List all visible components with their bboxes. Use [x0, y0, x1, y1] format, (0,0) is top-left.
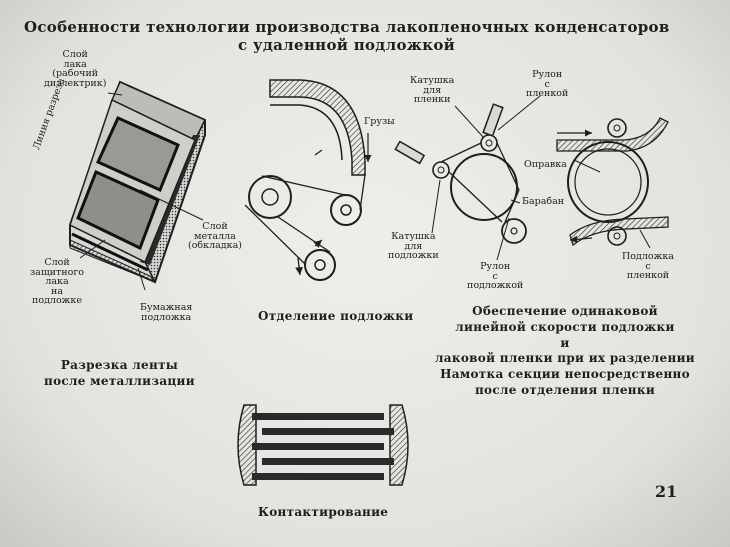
label-protective-layer: Слой защитного лака на подложке	[30, 258, 84, 306]
label-roll-with-film: Рулон с пленкой	[526, 70, 568, 99]
tape-cross-section	[70, 82, 205, 290]
label-drum: Барабан	[522, 197, 564, 207]
caption-equal-speed: Обеспечение одинаковой линейной скорости…	[420, 304, 710, 399]
mandrel-drawing	[557, 118, 668, 248]
contacting-drawing	[238, 405, 408, 485]
caption-contacting: Контактирование	[258, 506, 388, 518]
slide-title-line2: с удаленной подложкой	[238, 38, 455, 53]
label-lacquer-layer: Слой лака (рабочий диэлектрик)	[44, 50, 106, 88]
label-metal-layer: Слой металла (обкладка)	[188, 222, 242, 251]
label-film-coil: Катушка для пленки	[410, 76, 454, 105]
label-weights: Грузы	[364, 117, 395, 127]
slide-title-line1: Особенности технологии производства лако…	[24, 20, 670, 35]
caption-tape-cut: Разрезка ленты после металлизации	[44, 357, 195, 389]
separation-drawing	[245, 80, 368, 280]
label-substrate-with-film: Подложка с пленкой	[622, 252, 674, 281]
label-paper-substrate: Бумажная подложка	[140, 303, 192, 322]
page-number: 21	[655, 484, 677, 500]
caption-substrate-separation: Отделение подложки	[258, 310, 413, 322]
label-substrate-coil: Катушка для подложки	[388, 232, 439, 261]
label-mandrel: Оправка	[524, 160, 567, 170]
label-roll-with-substrate: Рулон с подложкой	[467, 262, 523, 291]
